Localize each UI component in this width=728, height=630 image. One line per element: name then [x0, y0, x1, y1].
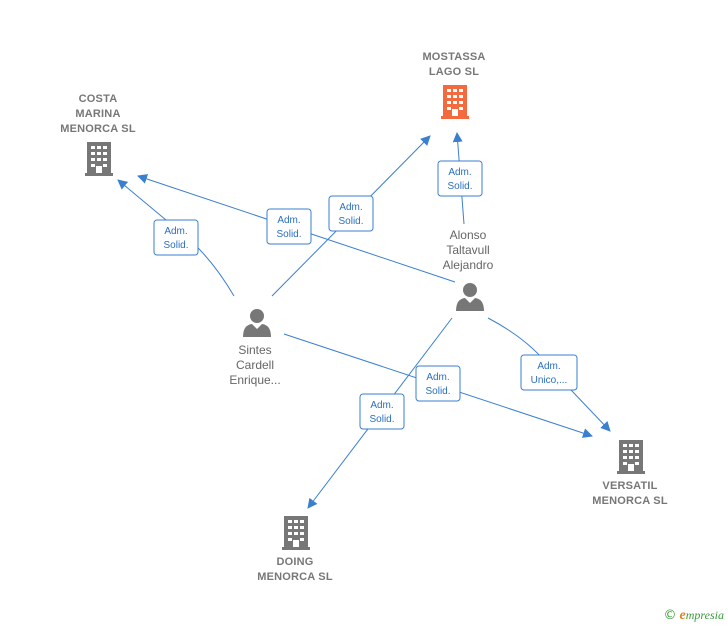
building-icon: [85, 142, 113, 176]
relation-alonso-versatil[interactable]: Adm. Unico,...: [520, 354, 578, 391]
edges: [117, 132, 611, 509]
company-name-line-2: LAGO SL: [429, 66, 479, 78]
relation-line-1: Adm.: [426, 372, 449, 383]
company-node-versatil[interactable]: VERSATIL MENORCA SL: [592, 440, 668, 507]
relation-box: [359, 393, 405, 430]
company-name-line-2: MARINA: [75, 108, 120, 120]
company-name-line-2: MENORCA SL: [592, 495, 668, 507]
relation-box: [328, 195, 374, 232]
relation-line-1: Adm.: [339, 202, 362, 213]
person-icon: [243, 309, 271, 337]
relation-sintes-versatil[interactable]: Adm. Solid.: [415, 365, 461, 402]
relation-alonso-doing[interactable]: Adm. Solid.: [359, 393, 405, 430]
person-node-alonso[interactable]: Alonso Taltavull Alejandro: [443, 228, 494, 311]
relation-sintes-costa[interactable]: Adm. Solid.: [153, 219, 199, 256]
company-name-line-1: COSTA: [79, 93, 118, 105]
relation-line-2: Solid.: [425, 386, 450, 397]
company-node-doing[interactable]: DOING MENORCA SL: [257, 516, 333, 583]
relation-line-1: Adm.: [164, 226, 187, 237]
relation-line-1: Adm.: [370, 400, 393, 411]
building-icon: [282, 516, 310, 550]
relation-line-2: Solid.: [447, 181, 472, 192]
person-name-line-1: Alonso: [450, 228, 487, 242]
person-name-line-1: Sintes: [238, 343, 271, 357]
company-name-line-2: MENORCA SL: [257, 571, 333, 583]
company-name-line-1: DOING: [276, 556, 313, 568]
relation-box: [266, 208, 312, 245]
company-name-line-3: MENORCA SL: [60, 123, 136, 135]
relation-box: [520, 354, 578, 391]
company-name-line-1: MOSTASSA: [422, 51, 485, 63]
relation-box: [437, 160, 483, 197]
relation-line-2: Unico,...: [531, 375, 568, 386]
person-name-line-2: Taltavull: [446, 243, 489, 257]
relation-box: [415, 365, 461, 402]
person-node-sintes[interactable]: Sintes Cardell Enrique...: [229, 309, 281, 387]
relation-line-1: Adm.: [448, 167, 471, 178]
company-node-costa[interactable]: COSTA MARINA MENORCA SL: [60, 93, 136, 176]
relation-sintes-mostassa[interactable]: Adm. Solid.: [328, 195, 374, 232]
copyright-icon: ©: [663, 608, 677, 623]
brand-initial: e: [679, 608, 686, 623]
relation-alonso-costa[interactable]: Adm. Solid.: [266, 208, 312, 245]
relation-line-2: Solid.: [276, 229, 301, 240]
building-icon: [441, 85, 469, 119]
relation-line-2: Solid.: [338, 216, 363, 227]
person-name-line-2: Cardell: [236, 358, 274, 372]
building-icon: [617, 440, 645, 474]
relation-line-2: Solid.: [369, 414, 394, 425]
relation-line-1: Adm.: [537, 361, 560, 372]
brand-watermark[interactable]: ©empresia: [664, 608, 724, 624]
edge-labels: Adm. Solid. Adm. Solid. Adm. Solid. Adm.…: [153, 160, 578, 430]
company-name-line-1: VERSATIL: [602, 480, 657, 492]
brand-name: mpresia: [685, 608, 724, 622]
company-node-mostassa[interactable]: MOSTASSA LAGO SL: [422, 51, 485, 119]
relation-box: [153, 219, 199, 256]
person-icon: [456, 283, 484, 311]
person-name-line-3: Enrique...: [229, 373, 280, 387]
relation-line-1: Adm.: [277, 215, 300, 226]
person-name-line-3: Alejandro: [443, 258, 494, 272]
relation-line-2: Solid.: [163, 240, 188, 251]
relation-alonso-mostassa[interactable]: Adm. Solid.: [437, 160, 483, 197]
